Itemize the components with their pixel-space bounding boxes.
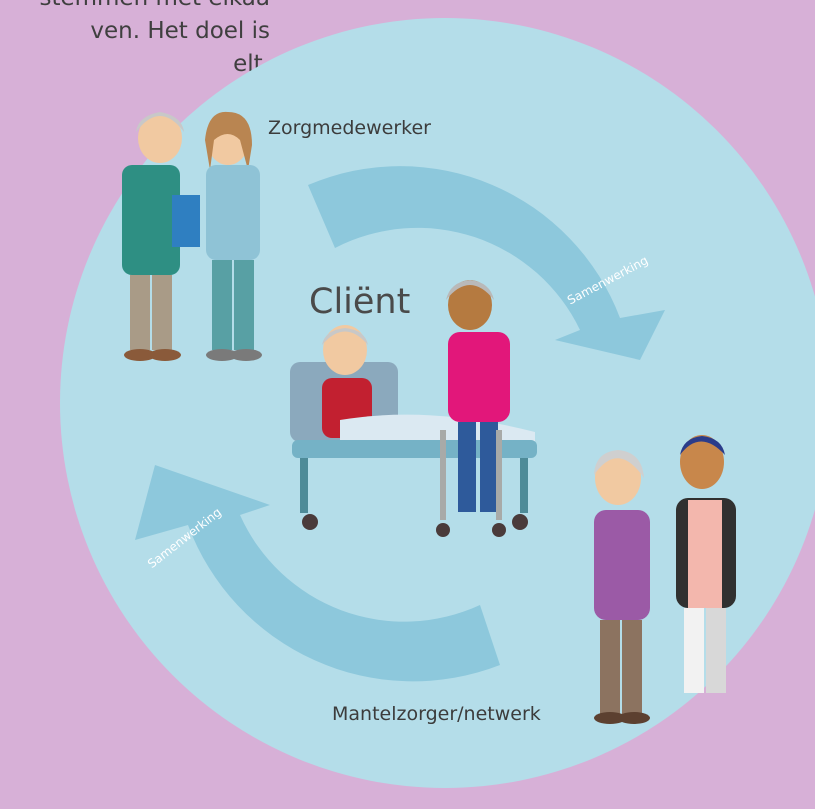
intro-line-2: ven. Het doel is bbox=[90, 18, 270, 44]
intro-line-1: stemmen met elkaa bbox=[0, 0, 330, 15]
arrow-bottom-left bbox=[135, 465, 500, 682]
family-network-illustration bbox=[594, 435, 736, 724]
care-workers-illustration bbox=[122, 111, 262, 361]
role-label-care-worker: Zorgmedewerker bbox=[268, 117, 431, 139]
walker-caregiver-illustration bbox=[436, 280, 510, 537]
role-label-caregiver-network: Mantelzorger/netwerk bbox=[332, 703, 541, 725]
center-label-client: Cliënt bbox=[309, 282, 411, 322]
arrow-top-right bbox=[308, 166, 665, 360]
